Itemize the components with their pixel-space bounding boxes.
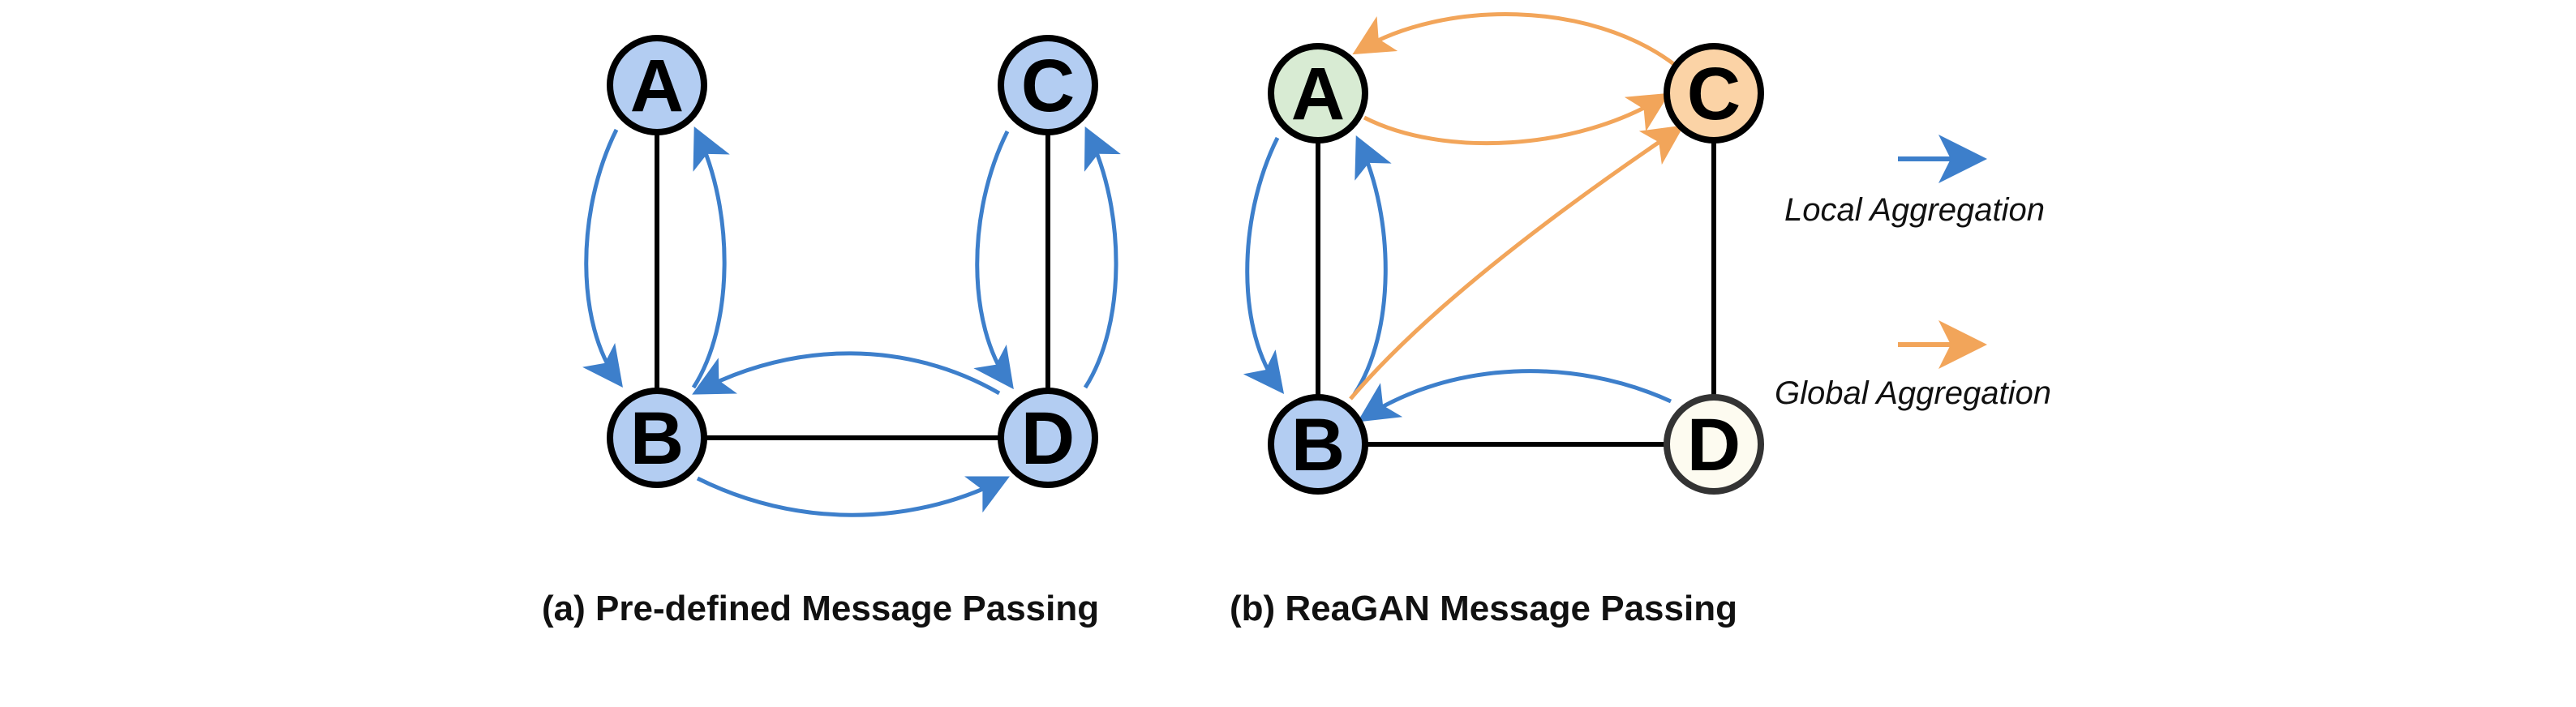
node-b-label: B (630, 397, 684, 480)
legend-local: Local Aggregation (1784, 135, 2045, 228)
node-b-label: B (1291, 404, 1345, 486)
global-arrow-c-to-a (1352, 12, 1677, 66)
node-d: D (998, 388, 1098, 488)
node-a: A (1268, 43, 1368, 144)
node-d-label: D (1021, 397, 1075, 480)
local-arrow-d-to-b (692, 351, 1001, 396)
node-c: C (1664, 43, 1764, 144)
local-arrow-d-to-b (1357, 369, 1672, 422)
node-d: D (1664, 394, 1764, 495)
panel-b-caption: (b) ReaGAN Message Passing (1230, 589, 1737, 628)
panel-a: A B C D (a) Pre-defined Message Passing (542, 35, 1121, 628)
local-arrow-a-to-b (1243, 136, 1285, 394)
local-arrow-b-to-a (1352, 135, 1392, 396)
legend-local-label: Local Aggregation (1784, 192, 2045, 228)
global-arrow-a-to-c (1363, 92, 1670, 146)
node-a-label: A (630, 45, 684, 127)
local-arrow-d-to-c (1083, 126, 1121, 389)
local-arrow-c-to-d (973, 130, 1014, 390)
local-arrow-b-to-d (696, 476, 1010, 517)
local-arrow-a-to-b (582, 128, 623, 388)
node-d-label: D (1687, 404, 1741, 486)
node-a: A (607, 35, 707, 135)
node-c: C (998, 35, 1098, 135)
node-b: B (1268, 394, 1368, 495)
legend-global-label: Global Aggregation (1775, 375, 2051, 411)
panel-b: A B C D (b) ReaGAN Message Passing (1230, 12, 1764, 628)
node-c-label: C (1687, 53, 1741, 135)
panel-a-caption: (a) Pre-defined Message Passing (542, 589, 1099, 628)
legend: Local Aggregation Global Aggregation (1775, 135, 2051, 411)
node-b: B (607, 388, 707, 488)
local-arrow-b-to-a (691, 126, 730, 389)
global-arrow-b-to-c (1349, 125, 1685, 401)
node-a-label: A (1291, 53, 1345, 135)
legend-global: Global Aggregation (1775, 320, 2051, 411)
node-c-label: C (1021, 45, 1075, 127)
